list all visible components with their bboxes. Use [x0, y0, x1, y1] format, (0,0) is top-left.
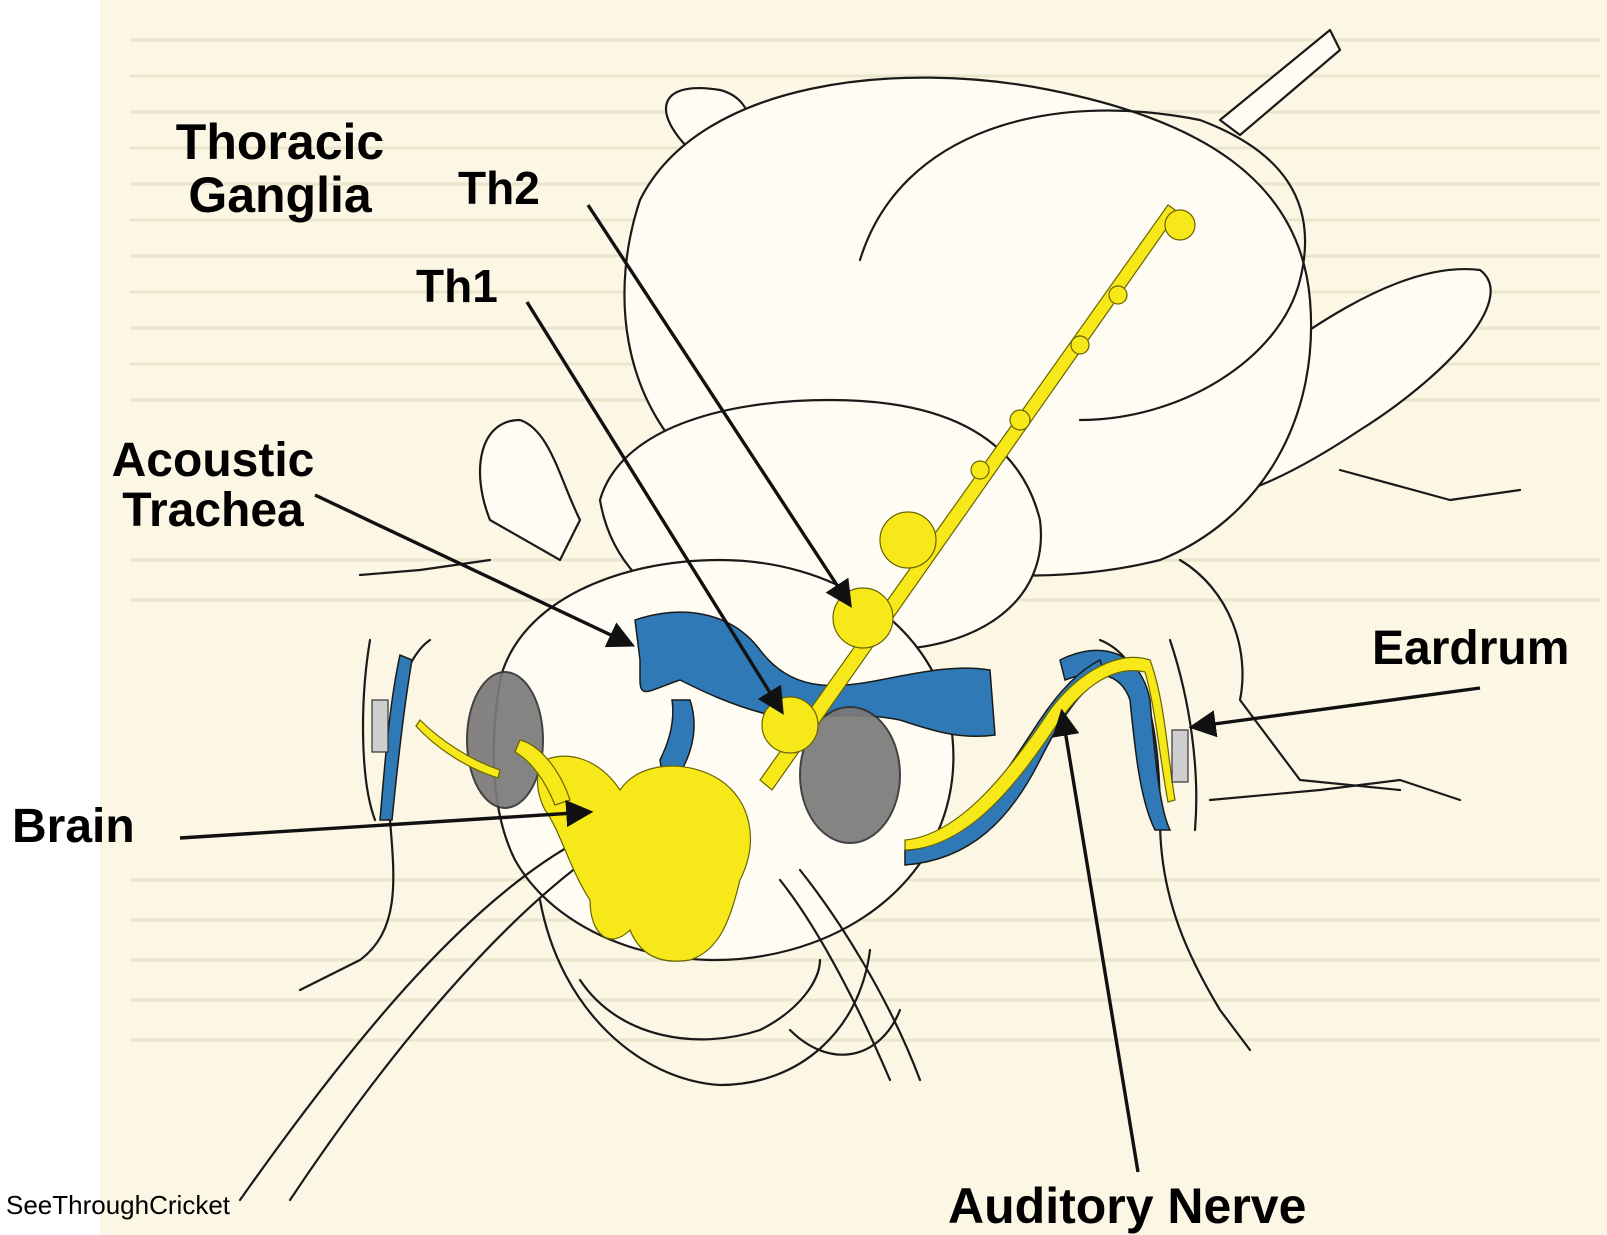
label-acoustic-trachea-line2: Trachea	[88, 486, 338, 536]
label-thoracic-ganglia-line2: Ganglia	[160, 169, 400, 222]
ganglion-th2	[833, 588, 893, 648]
label-eardrum: Eardrum	[1372, 624, 1569, 674]
label-auditory-nerve: Auditory Nerve	[948, 1180, 1306, 1233]
credit-text: SeeThroughCricket	[6, 1192, 230, 1219]
label-th2: Th2	[458, 164, 540, 212]
terminal-ganglion	[1165, 210, 1195, 240]
abdominal-ganglion-3	[1071, 336, 1089, 354]
white-left-margin	[0, 0, 100, 1235]
abdominal-ganglion-4	[1109, 286, 1127, 304]
eardrum-right	[1172, 730, 1188, 782]
label-acoustic-trachea-line1: Acoustic	[88, 436, 338, 486]
label-brain: Brain	[12, 802, 135, 852]
eardrum-left	[372, 700, 388, 752]
label-acoustic-trachea: Acoustic Trachea	[88, 436, 338, 537]
label-thoracic-ganglia: Thoracic Ganglia	[160, 116, 400, 221]
label-th1: Th1	[416, 262, 498, 310]
abdominal-ganglion-2	[1010, 410, 1030, 430]
label-thoracic-ganglia-line1: Thoracic	[160, 116, 400, 169]
eye-left	[467, 672, 543, 808]
abdominal-ganglion-1	[971, 461, 989, 479]
ganglion-th1	[762, 697, 818, 753]
ganglion-th3	[880, 512, 936, 568]
